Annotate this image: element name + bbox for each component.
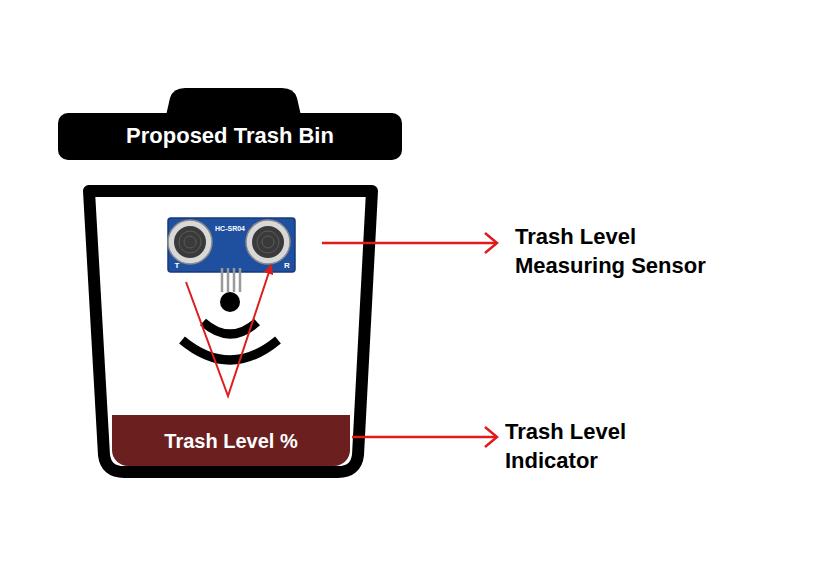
wave-dot bbox=[220, 292, 240, 312]
sensor-transducer bbox=[168, 220, 212, 264]
sensor-transducer bbox=[246, 220, 290, 264]
lid-box: Proposed Trash Bin bbox=[58, 113, 402, 160]
node-text: Trash Level % bbox=[164, 429, 297, 453]
leader-arrow bbox=[322, 233, 497, 253]
node-text: Proposed Trash Bin bbox=[126, 123, 334, 149]
sensor-board bbox=[168, 218, 295, 272]
signal-path bbox=[186, 266, 271, 396]
callout-label: Trash Level Indicator bbox=[505, 417, 680, 475]
callout-label: Trash Level Measuring Sensor bbox=[515, 222, 743, 280]
sensor-model: HC-SR04 bbox=[207, 224, 253, 233]
sensor-pin-mark: R bbox=[282, 261, 292, 270]
bin-body bbox=[89, 191, 372, 472]
leader-arrow bbox=[352, 427, 497, 447]
sensor-pins bbox=[222, 268, 240, 292]
wave-arc bbox=[182, 340, 278, 360]
level-indicator-band: Trash Level % bbox=[112, 415, 350, 466]
sensor-pin-mark: T bbox=[172, 261, 182, 270]
